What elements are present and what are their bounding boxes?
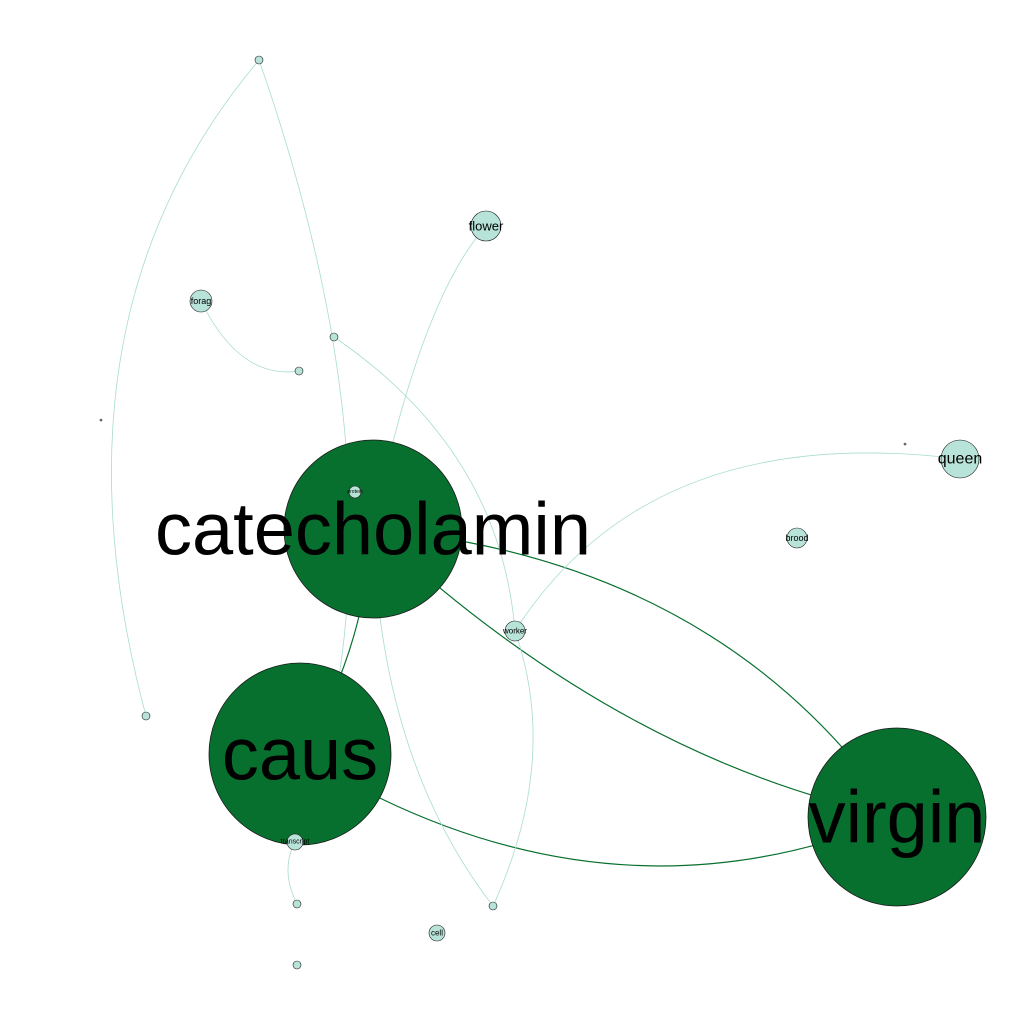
edge-worker-n_bot3 — [492, 630, 534, 907]
node-queen[interactable] — [940, 439, 980, 479]
node-n_mid2[interactable] — [294, 366, 304, 376]
node-label-virgin: virgin — [809, 776, 986, 859]
edge-n_mid1-worker — [333, 336, 516, 632]
node-label-caus: caus — [222, 713, 378, 796]
edge-catecholamin-virgin — [372, 528, 898, 818]
node-transcript[interactable] — [286, 833, 304, 851]
node-label-worker: worker — [502, 627, 527, 636]
node-label-protein: protein — [347, 489, 363, 495]
node-brood[interactable] — [786, 527, 808, 549]
node-label-catecholamin: catecholamin — [155, 488, 591, 571]
edge-worker-queen — [514, 452, 961, 632]
node-n_bot2[interactable] — [292, 960, 302, 970]
nodes-layer — [99, 55, 987, 970]
edge-transcript-n_bot1 — [287, 841, 298, 905]
node-cell[interactable] — [428, 924, 446, 942]
node-protein[interactable] — [348, 485, 362, 499]
node-label-forag: forag — [191, 296, 212, 306]
node-flower[interactable] — [470, 210, 502, 242]
node-n_qleft[interactable] — [903, 442, 907, 446]
node-label-flower: flower — [469, 219, 504, 234]
node-n_bot3[interactable] — [488, 901, 498, 911]
node-n_bot1[interactable] — [292, 899, 302, 909]
node-label-cell: cell — [431, 929, 443, 938]
node-n_left[interactable] — [99, 418, 103, 422]
node-worker[interactable] — [504, 620, 526, 642]
node-label-transcript: transcript — [281, 839, 310, 846]
node-forag[interactable] — [189, 289, 213, 313]
labels-layer: catecholamin caus virgin queen flower forag br… — [155, 219, 985, 938]
node-label-brood: brood — [785, 533, 808, 543]
node-n_top[interactable] — [254, 55, 264, 65]
node-n_mid1[interactable] — [329, 332, 339, 342]
node-catecholamin[interactable] — [283, 439, 463, 619]
node-n_lowleft[interactable] — [141, 711, 151, 721]
node-virgin[interactable] — [807, 727, 987, 907]
edge-catecholamin-virgin — [372, 528, 898, 818]
edge-forag-n_mid2 — [200, 300, 300, 373]
node-label-queen: queen — [938, 451, 983, 468]
edge-n_top-n_lowleft — [111, 59, 260, 717]
